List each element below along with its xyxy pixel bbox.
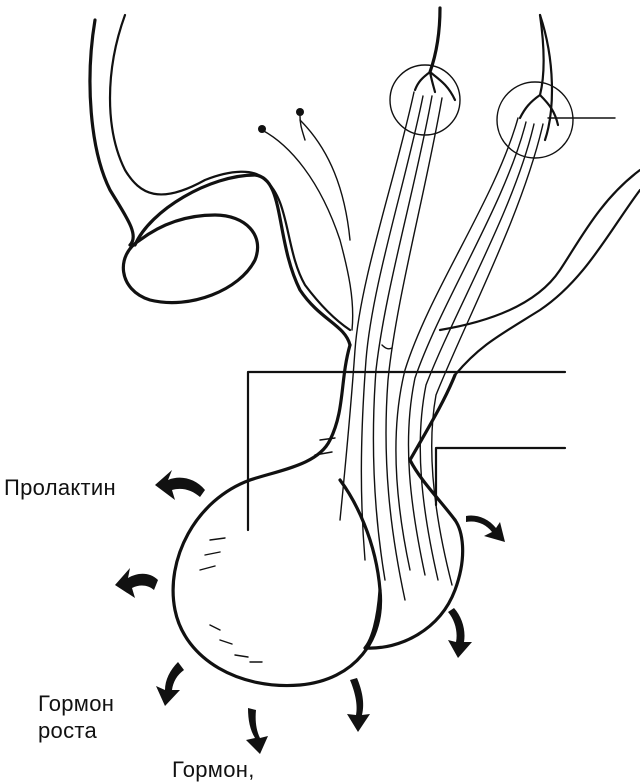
- hypothalamus-outline: [88, 13, 640, 377]
- leader-lines: [246, 370, 567, 532]
- arrow-left: [115, 568, 158, 598]
- arrow-growth-hormone: [156, 662, 184, 706]
- axon-bundle: [339, 91, 544, 601]
- secretion-arrows: [115, 470, 505, 754]
- neuron-right: [496, 13, 616, 159]
- arrow-posterior-lower: [448, 608, 472, 658]
- arrow-posterior-upper: [466, 515, 505, 542]
- nerve-endings: [258, 108, 306, 141]
- posterior-lobe: [363, 518, 465, 650]
- arrow-prolactin: [155, 470, 205, 500]
- optic-chiasm-bulb: [121, 213, 260, 305]
- neuron-left: [389, 6, 461, 136]
- pituitary-gland: [171, 343, 465, 688]
- arrow-bottom: [246, 708, 268, 754]
- label-prolactin: Пролактин: [4, 475, 116, 500]
- label-hormone-cut: Гормон,: [172, 757, 255, 782]
- anterior-lobe: [171, 478, 383, 688]
- label-growth-hormone-line2: роста: [38, 718, 98, 743]
- label-growth-hormone-line1: Гормон: [38, 691, 115, 716]
- arrow-bottom-right: [347, 678, 370, 732]
